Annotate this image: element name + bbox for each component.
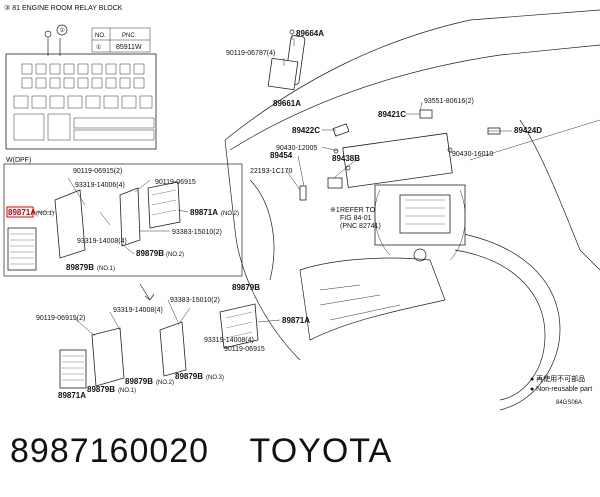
label-90119-06915-lower: 90119-06915(2) — [36, 315, 85, 322]
relay-table-col-no: NO. — [95, 33, 106, 39]
part-number: 8987160020 — [10, 432, 210, 470]
label-93319-14008-upper: 93319-14008(4) — [113, 307, 163, 314]
label-89454: 89454 — [270, 151, 293, 160]
label-no1-c: (NO.1) — [118, 388, 136, 394]
brand-name: TOYOTA — [249, 432, 393, 470]
label-89422C: 89422C — [292, 126, 320, 135]
lower-exploded-view — [59, 303, 259, 389]
label-no1-b: (NO.1) — [97, 266, 115, 272]
callout-circle — [56, 24, 68, 36]
engine-assembly — [342, 132, 466, 262]
arrow-icon — [139, 283, 155, 301]
label-no2-a: (NO.2) — [221, 211, 239, 217]
inset-title: W(DPF) — [6, 157, 31, 164]
label-93319-14006-inset: 93319-14006(4) — [75, 182, 125, 189]
label-93383-15010-inset: 93383-15010(2) — [172, 229, 222, 236]
label-90430-16010: 90430-16010 — [452, 151, 493, 158]
legend-jp: ● 再使用不可部品 — [530, 374, 585, 383]
label-89879B-no1-lower: 89879B — [87, 385, 115, 394]
label-89879B-no2-lower: 89879B — [125, 377, 153, 386]
refer-line-3: (PNC 82741) — [340, 223, 381, 230]
label-90119-06915-lower-b: 90119-06915 — [224, 346, 265, 353]
label-22193-1C170: 22193-1C170 — [250, 168, 293, 175]
diagram-code: 84GS06A — [556, 400, 582, 406]
label-89871A-lower: 89871A — [58, 391, 86, 400]
label-93319-14008-inset: 93319-14008(4) — [77, 238, 127, 245]
label-89438B: 89438B — [332, 154, 360, 163]
footer: 8987160020 TOYOTA — [10, 432, 392, 482]
ecu-module-lower — [59, 349, 87, 389]
label-89421C: 89421C — [378, 110, 406, 119]
ecu-module — [7, 227, 37, 271]
label-89871A-no2: 89871A — [190, 208, 218, 217]
relay-table-row-no: ① — [96, 44, 101, 51]
label-89664A: 89664A — [296, 29, 324, 38]
highlight-box — [6, 206, 34, 218]
label-90119-06787: 90119-06787(4) — [226, 50, 275, 57]
label-90430-12005: 90430-12005 — [276, 145, 317, 152]
relay-block: ③ 81 ENGINE ROOM RELAY BLOCK ① NO. PNC ①… — [4, 4, 157, 150]
label-89424D: 89424D — [514, 126, 542, 135]
label-90119-06915-inset: 90119-06915(2) — [73, 168, 122, 175]
part-labels: 89664A 90119-06787(4) 89661A 93551-80616… — [6, 29, 592, 406]
label-89661A: 89661A — [273, 99, 301, 108]
label-89879B-mid: 89879B — [232, 283, 260, 292]
label-no1-a: (NO.1) — [36, 211, 54, 217]
dpf-inset: W(DPF) — [3, 157, 243, 277]
label-89879B-no3: 89879B — [175, 372, 203, 381]
relay-block-body — [5, 53, 157, 150]
relay-block-title: ③ 81 ENGINE ROOM RELAY BLOCK — [4, 4, 123, 12]
refer-line-1: REFER TO — [340, 207, 376, 214]
label-no2-c: (NO.2) — [156, 380, 174, 386]
leader-lines — [34, 38, 512, 337]
label-93319-14008-lower: 93319-14008(4) — [204, 337, 254, 344]
refer-line-2: FIG 84-01 — [340, 215, 372, 222]
parts-diagram: ③ 81 ENGINE ROOM RELAY BLOCK ① NO. PNC ①… — [3, 4, 600, 411]
label-89871A-mid: 89871A — [282, 316, 310, 325]
callout-1-label: ① — [60, 27, 65, 34]
legend-en: ● Non-reusable part — [530, 386, 592, 393]
label-89871A-highlight: 89871A — [8, 208, 36, 217]
label-no3: (NO.3) — [206, 375, 224, 381]
label-89879B-inset: 89879B — [136, 249, 164, 258]
label-93383-15010-mid: 93383-15010(2) — [170, 297, 220, 304]
relay-table-col-pnc: PNC — [122, 33, 135, 39]
relay-table-row-pnc: 85911W — [116, 44, 142, 51]
label-90119-06915-inset-b: 90119-06915 — [155, 179, 196, 186]
label-no2-b: (NO.2) — [166, 252, 184, 258]
inset-frame — [3, 163, 243, 277]
refer-mark: ※1 — [330, 207, 340, 214]
label-89879B-no1-inset: 89879B — [66, 263, 94, 272]
vehicle-outline — [224, 9, 600, 411]
label-93551-80616: 93551-80616(2) — [424, 98, 474, 105]
